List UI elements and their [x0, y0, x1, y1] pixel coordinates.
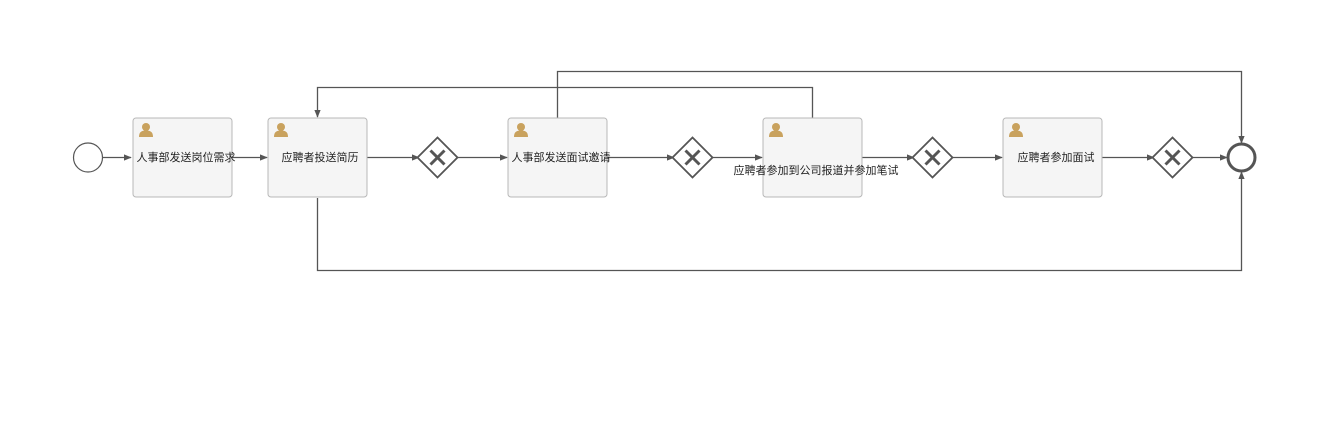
task-3[interactable]: 人事部发送面试邀请 [507, 117, 611, 198]
task-2-box[interactable] [267, 117, 368, 198]
task-2-label: 应聘者投送简历 [282, 150, 359, 164]
flow-task2-to-end[interactable] [316, 171, 1245, 272]
task-3-box[interactable] [507, 117, 608, 198]
task-3-label: 人事部发送面试邀请 [512, 150, 611, 164]
task-1-label: 人事部发送岗位需求 [137, 150, 236, 164]
task-4-box[interactable] [762, 117, 863, 198]
end-event[interactable] [1226, 142, 1257, 173]
gateway-4[interactable] [1151, 136, 1194, 179]
task-1[interactable]: 人事部发送岗位需求 [132, 117, 236, 198]
gateway-1[interactable] [416, 136, 459, 179]
task-4-label: 应聘者参加到公司报道并参加笔试 [734, 163, 899, 177]
task-5[interactable]: 应聘者参加面试 [1002, 117, 1103, 198]
flow-task3-to-end[interactable] [556, 70, 1245, 144]
close-x-icon [924, 149, 941, 166]
close-x-icon [684, 149, 701, 166]
task-5-box[interactable] [1002, 117, 1103, 198]
task-5-label: 应聘者参加面试 [1018, 150, 1095, 164]
start-event[interactable] [72, 142, 104, 173]
gateway-3[interactable] [911, 136, 954, 179]
task-1-box[interactable] [132, 117, 233, 198]
flows [103, 70, 1245, 272]
close-x-icon [429, 149, 446, 166]
close-x-icon [1164, 149, 1181, 166]
flow-task4-to-task2[interactable] [314, 86, 814, 119]
gateway-2[interactable] [671, 136, 714, 179]
task-2[interactable]: 应聘者投送简历 [267, 117, 368, 198]
task-4[interactable]: 应聘者参加到公司报道并参加笔试 [734, 117, 899, 198]
